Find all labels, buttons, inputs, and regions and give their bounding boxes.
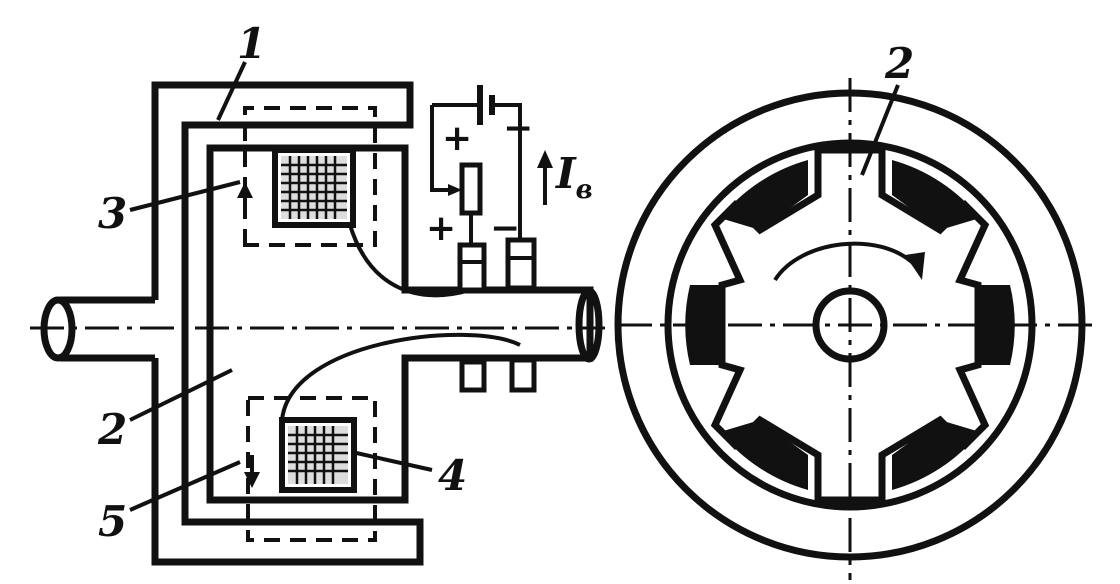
leader-1 bbox=[216, 61, 247, 121]
leader-3 bbox=[129, 180, 241, 212]
minus-top: − bbox=[503, 108, 533, 149]
plus-brush: + bbox=[426, 208, 456, 249]
lower-lead bbox=[280, 332, 521, 421]
leader-2-right bbox=[860, 84, 900, 176]
minus-brush: − bbox=[490, 208, 520, 249]
section-view bbox=[30, 61, 605, 566]
brush bbox=[459, 162, 483, 245]
current-label: Iв bbox=[555, 149, 593, 205]
label-4: 4 bbox=[438, 451, 467, 500]
label-3: 3 bbox=[98, 189, 127, 238]
flux-arrow-up bbox=[237, 182, 253, 215]
label-2-left: 2 bbox=[97, 405, 127, 454]
inner-armature bbox=[206, 144, 594, 504]
upper-lead bbox=[348, 224, 471, 298]
leader-5 bbox=[129, 460, 241, 512]
lower-flux-path bbox=[246, 396, 377, 542]
slip-rings bbox=[457, 237, 537, 393]
upper-flux-path bbox=[243, 106, 377, 247]
label-2-right: 2 bbox=[884, 39, 914, 88]
leader-2 bbox=[129, 368, 233, 422]
current-arrow bbox=[537, 150, 553, 205]
star-rotor bbox=[710, 146, 990, 504]
outer-yoke bbox=[151, 81, 424, 566]
label-5: 5 bbox=[98, 497, 127, 546]
flux-arrow-down bbox=[244, 455, 260, 488]
plus-top: + bbox=[442, 118, 472, 159]
rotation-arrow bbox=[773, 241, 925, 282]
upper-coil bbox=[272, 147, 356, 228]
lower-coil bbox=[279, 417, 357, 493]
right-shaft bbox=[575, 287, 603, 363]
supply-circuit bbox=[430, 85, 522, 240]
label-1: 1 bbox=[237, 19, 266, 68]
front-view bbox=[614, 78, 1092, 580]
leader-4 bbox=[351, 450, 433, 472]
